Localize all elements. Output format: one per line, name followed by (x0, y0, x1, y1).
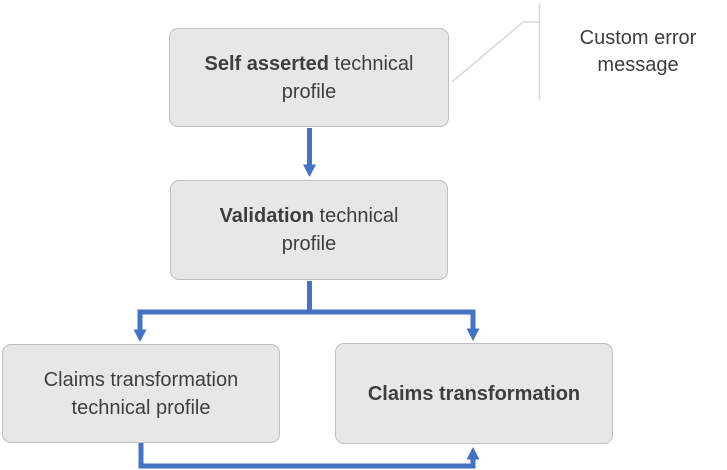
connector-claims-tp-to-claims-transformation (138, 443, 480, 469)
node-label: Validation technical profile (219, 205, 399, 255)
node-self-asserted-technical-profile: Self asserted technical profile (169, 28, 449, 127)
connector-validation-to-claims-transformation (307, 309, 480, 341)
node-claims-transformation-technical-profile: Claims transformation technical profile (2, 344, 280, 443)
node-label: Claims transformation technical profile (43, 368, 239, 419)
node-validation-technical-profile: Validation technical profile (170, 180, 448, 280)
callout-custom-error-message: Custom error message (579, 27, 697, 76)
node-claims-transformation: Claims transformation (335, 343, 613, 444)
node-label: Self asserted technical profile (204, 52, 414, 103)
node-label: Claims transformation (367, 382, 581, 405)
callout-leader-line (451, 21, 539, 83)
connector-validation-to-claims-tp (133, 281, 312, 342)
